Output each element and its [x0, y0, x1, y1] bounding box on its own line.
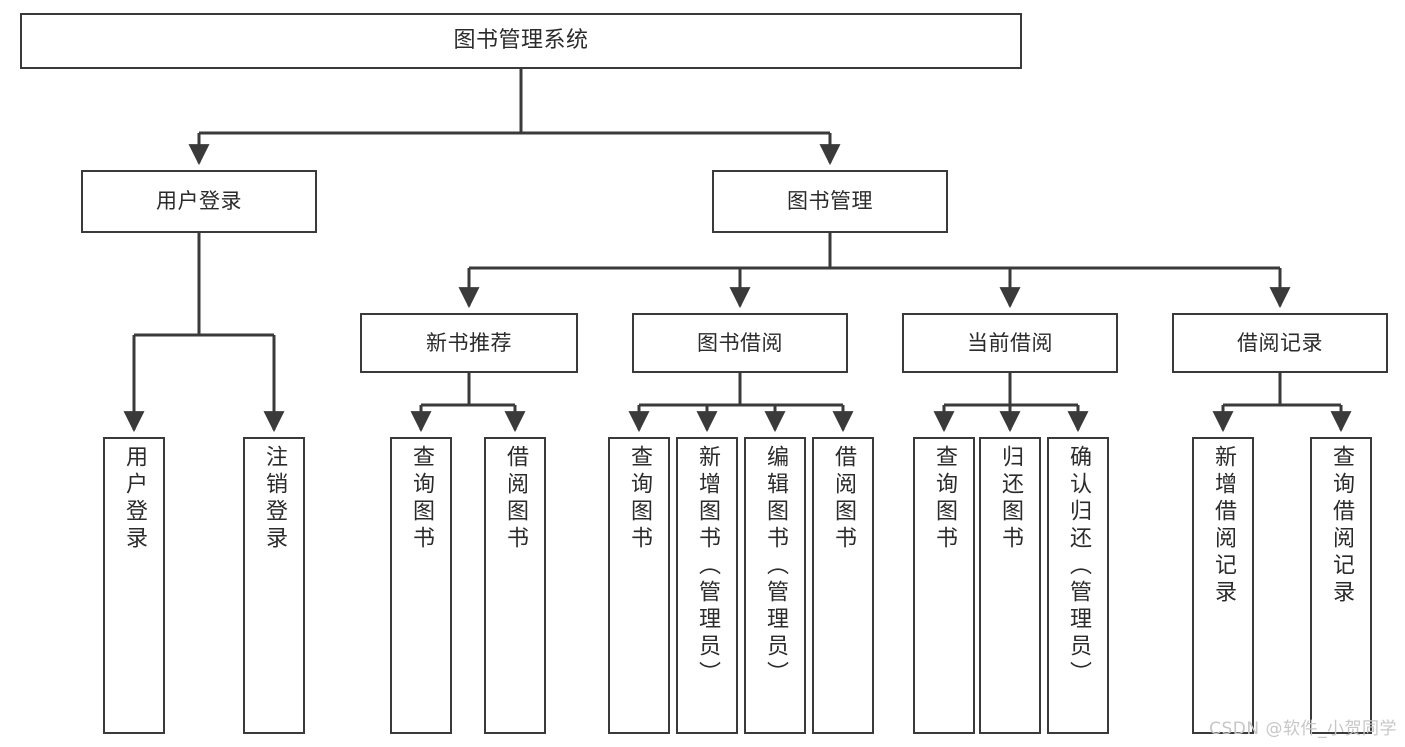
node-root[interactable]: 图书管理系统 [20, 13, 1022, 69]
node-current-borrow-label: 当前借阅 [967, 330, 1053, 355]
leaf-confirm-return-admin-label: 确认归还（管理员） [1066, 445, 1091, 688]
leaf-query-book-current[interactable]: 查询图书 [913, 437, 975, 734]
leaf-return-book-label: 归还图书 [998, 445, 1023, 553]
leaf-query-book-borrow-label: 查询图书 [627, 445, 652, 553]
leaf-add-borrow-record-label: 新增借阅记录 [1211, 445, 1236, 607]
leaf-user-login-label: 用户登录 [122, 445, 147, 553]
node-book-borrow-label: 图书借阅 [697, 330, 783, 355]
leaf-query-book-borrow[interactable]: 查询图书 [608, 437, 670, 734]
leaf-logout[interactable]: 注销登录 [243, 437, 305, 734]
node-book-management[interactable]: 图书管理 [712, 170, 948, 233]
csdn-watermark: CSDN @软件_小贺同学 [1209, 719, 1397, 739]
leaf-add-book-admin[interactable]: 新增图书（管理员） [676, 437, 738, 734]
leaf-logout-label: 注销登录 [262, 445, 287, 553]
leaf-borrow-book-label: 借阅图书 [831, 445, 856, 553]
leaf-add-borrow-record[interactable]: 新增借阅记录 [1192, 437, 1254, 734]
leaf-borrow-book-recommend[interactable]: 借阅图书 [484, 437, 546, 734]
leaf-query-borrow-record[interactable]: 查询借阅记录 [1310, 437, 1372, 734]
leaf-query-borrow-record-label: 查询借阅记录 [1329, 445, 1354, 607]
node-new-book-recommend[interactable]: 新书推荐 [360, 313, 578, 373]
leaf-add-book-admin-label: 新增图书（管理员） [695, 445, 720, 688]
leaf-query-book-recommend[interactable]: 查询图书 [390, 437, 452, 734]
node-root-label: 图书管理系统 [453, 28, 589, 54]
node-user-login-label: 用户登录 [156, 189, 242, 214]
node-book-management-label: 图书管理 [787, 189, 873, 214]
leaf-edit-book-admin[interactable]: 编辑图书（管理员） [744, 437, 806, 734]
node-new-book-recommend-label: 新书推荐 [426, 330, 512, 355]
node-book-borrow[interactable]: 图书借阅 [632, 313, 848, 373]
node-borrow-record[interactable]: 借阅记录 [1172, 313, 1388, 373]
leaf-return-book[interactable]: 归还图书 [979, 437, 1041, 734]
node-borrow-record-label: 借阅记录 [1237, 330, 1323, 355]
leaf-confirm-return-admin[interactable]: 确认归还（管理员） [1047, 437, 1109, 734]
node-current-borrow[interactable]: 当前借阅 [902, 313, 1118, 373]
node-user-login[interactable]: 用户登录 [81, 170, 317, 233]
leaf-borrow-book[interactable]: 借阅图书 [812, 437, 874, 734]
leaf-query-book-recommend-label: 查询图书 [409, 445, 434, 553]
leaf-edit-book-admin-label: 编辑图书（管理员） [763, 445, 788, 688]
leaf-borrow-book-recommend-label: 借阅图书 [503, 445, 528, 553]
leaf-user-login[interactable]: 用户登录 [103, 437, 165, 734]
leaf-query-book-current-label: 查询图书 [932, 445, 957, 553]
